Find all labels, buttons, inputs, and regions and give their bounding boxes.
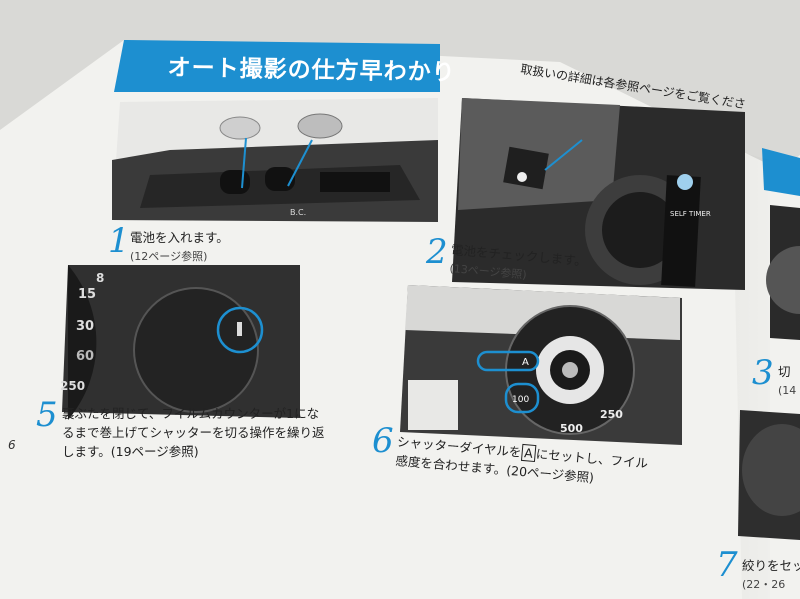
- page-title: オート撮影の仕方早わかり: [167, 54, 456, 87]
- step-7-main: 絞りをセッ: [742, 558, 800, 573]
- page-number: 6: [8, 438, 16, 452]
- photo-1-batteries: B.C.: [112, 98, 438, 222]
- svg-text:15: 15: [78, 287, 96, 302]
- svg-text:8: 8: [96, 271, 104, 285]
- step-1-number: 1: [108, 221, 130, 261]
- step-5-number: 5: [36, 395, 58, 435]
- svg-text:500: 500: [560, 422, 583, 435]
- step-7-text: 絞りをセッ (22・26: [742, 556, 800, 594]
- svg-text:250: 250: [600, 408, 623, 421]
- photo-a-mark: A: [522, 357, 529, 368]
- svg-text:60: 60: [76, 349, 94, 364]
- photo-bc-label: B.C.: [290, 208, 306, 217]
- step-1-main: 電池を入れます。: [130, 230, 229, 245]
- step-5-text: 裏ぶたを閉じて、フイルムカウンターが1にな るまで巻上げてシャッターを切る操作を…: [62, 404, 325, 461]
- step-5-line-3: します。(19ページ参照): [62, 444, 199, 459]
- photo-2-battery-check: SELF TIMER: [452, 98, 745, 290]
- step-7-ref: (22・26: [742, 578, 786, 591]
- svg-text:30: 30: [76, 319, 94, 334]
- photo-6-shutter-dial: A 100 500 250: [400, 285, 682, 445]
- step-1-text: 電池を入れます。 (12ページ参照): [130, 228, 229, 266]
- step-3-main: 切: [778, 364, 791, 379]
- photo-self-timer-label: SELF TIMER: [670, 210, 711, 218]
- step-3-text: 切 (14: [778, 362, 796, 400]
- svg-text:250: 250: [60, 379, 85, 393]
- photo-5-back-door: 30 15 8 60 250: [60, 265, 300, 420]
- step-5-line-1: 裏ぶたを閉じて、フイルムカウンターが1にな: [62, 406, 320, 421]
- step-3-number: 3: [752, 353, 774, 393]
- step-7-number: 7: [716, 545, 738, 585]
- step-1-ref: (12ページ参照): [130, 250, 208, 263]
- photo-3-right-page: [766, 205, 800, 340]
- step-5-line-2: るまで巻上げてシャッターを切る操作を繰り返: [62, 425, 325, 440]
- photo-asa-label: 100: [512, 395, 529, 405]
- photo-7-lens: [738, 410, 800, 540]
- step-6-number: 6: [372, 421, 394, 461]
- step-2-number: 2: [426, 232, 448, 272]
- step-3-ref: (14: [778, 384, 797, 397]
